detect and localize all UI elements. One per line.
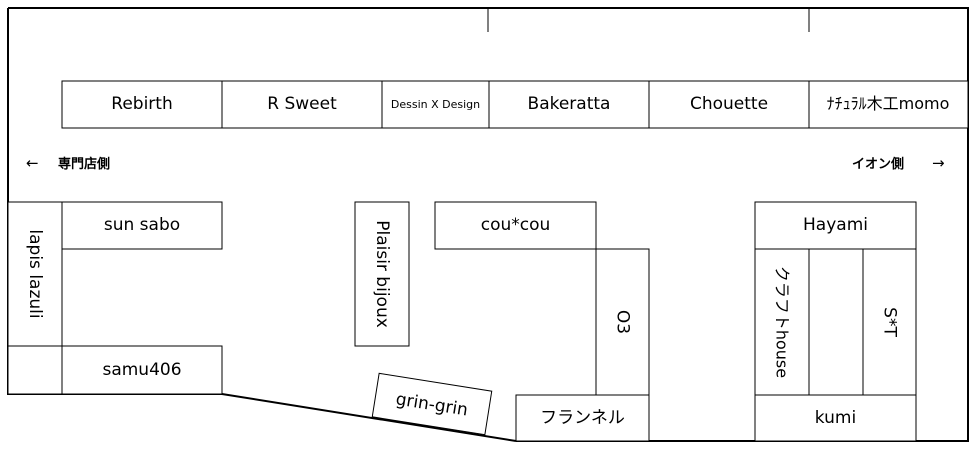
shop-grin-grin-box[interactable] bbox=[371, 372, 493, 436]
shop-st-box[interactable] bbox=[862, 248, 917, 396]
empty-stall-box bbox=[808, 248, 864, 396]
shop-flannel-box[interactable] bbox=[515, 394, 650, 442]
shop-rebirth-box[interactable] bbox=[61, 80, 223, 129]
shop-flannel-label: フランネル bbox=[540, 408, 625, 428]
shop-dessin-label: Dessin X Design bbox=[391, 98, 480, 111]
shop-kumi-box[interactable] bbox=[754, 394, 917, 442]
top-row: Rebirth R Sweet Dessin X Design Bakeratt… bbox=[61, 80, 969, 129]
shop-lapis-label: lapis lazuli bbox=[25, 229, 45, 318]
shop-sun-sabo-label: sun sabo bbox=[104, 215, 180, 235]
shop-samu406-label: samu406 bbox=[102, 360, 181, 380]
shop-o3-label: O3 bbox=[613, 310, 633, 334]
left-arrow-icon: ← bbox=[26, 154, 39, 172]
shop-r-sweet-box[interactable] bbox=[221, 80, 383, 129]
shop-chouette-label: Chouette bbox=[690, 94, 768, 114]
shop-hayami-label: Hayami bbox=[803, 215, 868, 235]
corner-box bbox=[7, 345, 63, 395]
direction-left-label: 専門店側 bbox=[58, 156, 110, 172]
shop-rebirth-label: Rebirth bbox=[111, 94, 172, 114]
middle-block: Plaisir bijoux cou*cou O3 grin-grin フランネ… bbox=[354, 201, 650, 442]
shop-sun-sabo-box[interactable] bbox=[61, 201, 223, 250]
right-arrow-icon: → bbox=[932, 154, 945, 172]
shop-grin-grin[interactable]: grin-grin bbox=[371, 372, 493, 436]
shop-kumi-label: kumi bbox=[815, 408, 856, 428]
shop-plaisir-box[interactable] bbox=[354, 201, 410, 347]
shop-samu406-box[interactable] bbox=[61, 345, 223, 395]
left-block: lapis lazuli sun sabo samu406 bbox=[7, 201, 223, 395]
shop-r-sweet-label: R Sweet bbox=[267, 94, 337, 114]
right-block: Hayami クラフトhouse S*T kumi bbox=[754, 201, 917, 442]
shop-bakeratta-box[interactable] bbox=[488, 80, 650, 129]
shop-hayami-box[interactable] bbox=[754, 201, 917, 250]
shop-craft-label: クラフトhouse bbox=[773, 266, 792, 378]
shop-o3-box[interactable] bbox=[595, 248, 650, 396]
shop-momo-label: ﾅﾁｭﾗﾙ木工momo bbox=[827, 94, 950, 113]
shop-dessin-box[interactable] bbox=[381, 80, 490, 129]
direction-right-label: イオン側 bbox=[852, 156, 904, 172]
shop-bakeratta-label: Bakeratta bbox=[528, 94, 611, 114]
shop-momo-box[interactable] bbox=[808, 80, 969, 129]
shop-plaisir-label: Plaisir bijoux bbox=[372, 220, 392, 328]
shop-coucou-box[interactable] bbox=[434, 201, 597, 250]
shop-coucou-label: cou*cou bbox=[481, 215, 551, 235]
shop-st-label: S*T bbox=[880, 307, 900, 337]
shop-chouette-box[interactable] bbox=[648, 80, 810, 129]
direction-indicators: ← 専門店側 イオン側 → bbox=[26, 154, 945, 172]
shop-craft-box[interactable] bbox=[754, 248, 810, 396]
